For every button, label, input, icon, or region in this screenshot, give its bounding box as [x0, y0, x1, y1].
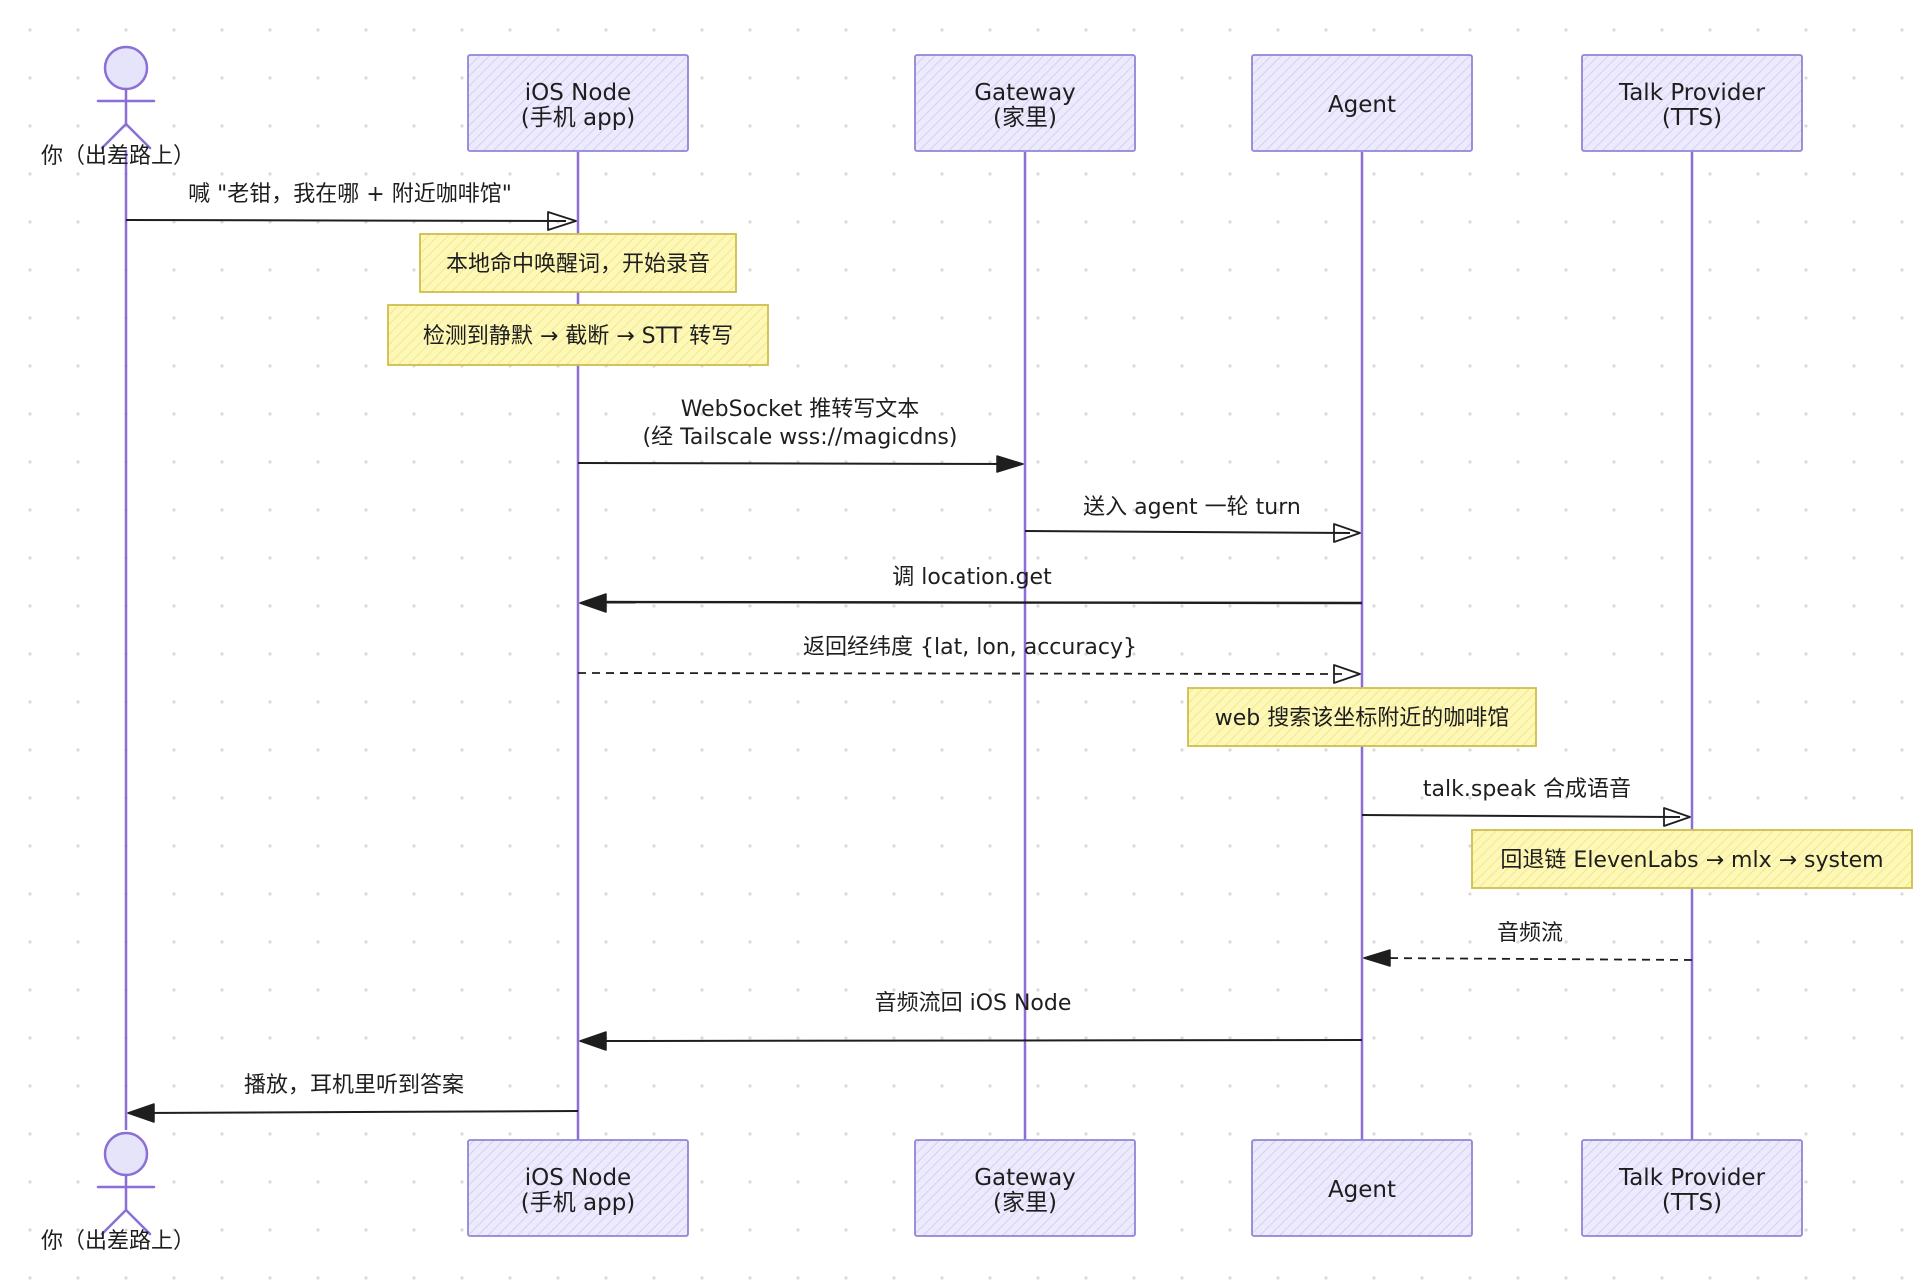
message-audio-to-ios: 音频流回 iOS Node: [579, 991, 1363, 1051]
note-web-search: web 搜索该坐标附近的咖啡馆: [1187, 687, 1537, 747]
message-label: 播放，耳机里听到答案: [244, 1073, 464, 1098]
message-label: talk.speak 合成语音: [1423, 777, 1631, 802]
arrow-head: [1333, 664, 1361, 684]
participant-gateway-line1: Gateway: [974, 1165, 1076, 1191]
participant-gateway-line2: (家里): [993, 1190, 1057, 1216]
note-silence-stt: 检测到静默 → 截断 → STT 转写: [387, 304, 769, 366]
message-label: 音频流: [1497, 921, 1563, 946]
participant-agent-line1: Agent: [1328, 92, 1396, 118]
participant-ios-line1: iOS Node: [525, 1165, 631, 1191]
participant-agent-bottom: Agent: [1251, 1139, 1473, 1237]
actor-name: 你（出差路上）: [41, 1229, 195, 1254]
actor-you-bottom: 你（出差路上）: [41, 1131, 195, 1254]
message-location-get: 调 location.get: [579, 565, 1363, 613]
participant-agent-line1: Agent: [1328, 1177, 1396, 1203]
arrow-head: [127, 1103, 155, 1123]
message-label: 音频流回 iOS Node: [875, 991, 1072, 1016]
message-label: 返回经纬度 {lat, lon, accuracy}: [803, 635, 1137, 660]
message-label: 喊 "老钳，我在哪 + 附近咖啡馆": [188, 182, 512, 207]
participant-ios-line1: iOS Node: [525, 80, 631, 106]
note-text: 本地命中唤醒词，开始录音: [446, 252, 710, 277]
arrow-head: [996, 455, 1024, 473]
participant-tts-line2: (TTS): [1662, 105, 1722, 131]
participant-gateway-top: Gateway (家里): [914, 54, 1136, 152]
arrow-head: [579, 1031, 607, 1051]
message-playback: 播放，耳机里听到答案: [127, 1073, 579, 1123]
actor-you-top: 你（出差路上）: [41, 45, 195, 169]
note-tts-fallback: 回退链 ElevenLabs → mlx → system: [1471, 829, 1913, 889]
person-icon: [96, 1131, 156, 1236]
message-websocket: WebSocket 推转写文本 (经 Tailscale wss://magic…: [577, 397, 1024, 473]
message-label: 调 location.get: [892, 565, 1052, 590]
arrow-head: [1363, 949, 1391, 967]
message-label: WebSocket 推转写文本: [681, 397, 920, 422]
arrow-head: [547, 211, 577, 231]
participant-gateway-line1: Gateway: [974, 80, 1076, 106]
message-return-coords: 返回经纬度 {lat, lon, accuracy}: [577, 635, 1361, 684]
participant-gateway-line2: (家里): [993, 105, 1057, 131]
message-label: 送入 agent 一轮 turn: [1083, 495, 1301, 520]
person-icon: [96, 45, 156, 150]
message-label-line2: (经 Tailscale wss://magicdns): [643, 425, 958, 450]
note-text: web 搜索该坐标附近的咖啡馆: [1215, 706, 1510, 731]
note-wake-word: 本地命中唤醒词，开始录音: [419, 233, 737, 293]
participant-tts-line2: (TTS): [1662, 1190, 1722, 1216]
message-shout: 喊 "老钳，我在哪 + 附近咖啡馆": [125, 182, 577, 231]
participant-ios-line2: (手机 app): [521, 105, 636, 131]
message-audio-stream: 音频流: [1363, 921, 1693, 967]
participant-ios-top: iOS Node (手机 app): [467, 54, 689, 152]
participant-ios-line2: (手机 app): [521, 1190, 636, 1216]
message-talk-speak: talk.speak 合成语音: [1361, 777, 1691, 827]
arrow-head: [1663, 807, 1691, 827]
participant-tts-top: Talk Provider (TTS): [1581, 54, 1803, 152]
actor-name: 你（出差路上）: [41, 144, 195, 169]
participant-tts-bottom: Talk Provider (TTS): [1581, 1139, 1803, 1237]
note-text: 检测到静默 → 截断 → STT 转写: [423, 324, 733, 349]
note-text: 回退链 ElevenLabs → mlx → system: [1500, 848, 1883, 873]
participant-gateway-bottom: Gateway (家里): [914, 1139, 1136, 1237]
arrow-head: [1333, 523, 1361, 543]
participant-tts-line1: Talk Provider: [1618, 80, 1766, 106]
participant-ios-bottom: iOS Node (手机 app): [467, 1139, 689, 1237]
participant-agent-top: Agent: [1251, 54, 1473, 152]
arrow-head: [579, 593, 607, 613]
message-agent-turn: 送入 agent 一轮 turn: [1024, 495, 1361, 543]
participant-tts-line1: Talk Provider: [1618, 1165, 1766, 1191]
